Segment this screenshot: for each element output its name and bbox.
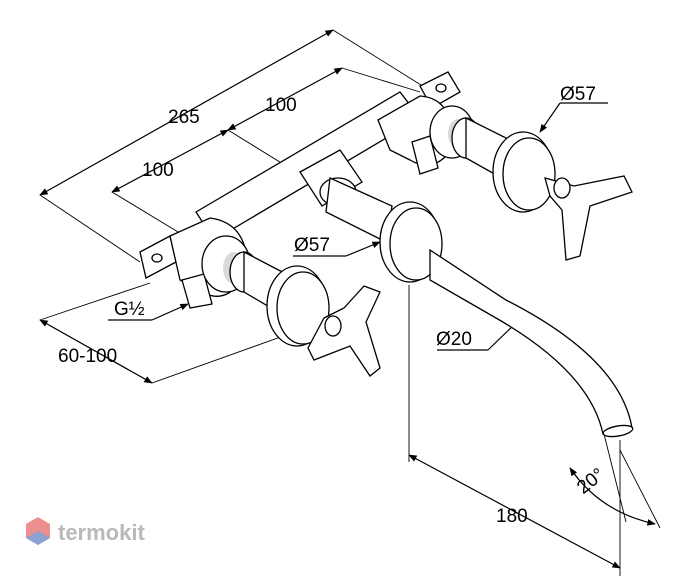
dim-thread-label: G½ xyxy=(114,299,145,320)
center-rosette xyxy=(379,201,443,283)
dimension-180: 180 xyxy=(408,285,621,576)
dimension-rosette-center: Ø57 xyxy=(293,235,381,257)
dimension-60-100: 60-100 xyxy=(39,282,301,384)
dimension-angle: 20° xyxy=(569,429,661,529)
logo-hexagon-accent-icon xyxy=(26,531,50,545)
dimension-100-lower: 100 xyxy=(111,129,229,239)
dim-spout-diameter-label: Ø20 xyxy=(436,329,472,350)
dim-265-label: 265 xyxy=(168,107,200,128)
upper-cross-handle xyxy=(544,175,633,261)
spout xyxy=(429,248,634,438)
dim-100-lower-label: 100 xyxy=(142,160,174,181)
upper-bracket xyxy=(377,71,461,175)
upper-valve-stem xyxy=(429,105,511,177)
dim-180-label: 180 xyxy=(496,506,528,527)
dimension-spout-diameter: Ø20 xyxy=(436,320,519,351)
dim-angle-label: 20° xyxy=(573,464,609,498)
lower-cross-handle xyxy=(307,285,381,377)
dimension-265: 265 xyxy=(39,29,446,263)
dim-rosette-upper-label: Ø57 xyxy=(560,84,596,105)
dimension-thread: G½ xyxy=(108,299,189,321)
dim-100-upper-label: 100 xyxy=(265,95,297,116)
dim-rosette-center-label: Ø57 xyxy=(294,235,330,256)
watermark-text: termokit xyxy=(58,520,145,545)
upper-rosette xyxy=(492,131,556,213)
termokit-logo: termokit xyxy=(26,517,145,545)
dimension-rosette-upper: Ø57 xyxy=(539,84,608,133)
lower-rosette xyxy=(266,265,330,347)
dim-60-100-label: 60-100 xyxy=(58,346,117,367)
